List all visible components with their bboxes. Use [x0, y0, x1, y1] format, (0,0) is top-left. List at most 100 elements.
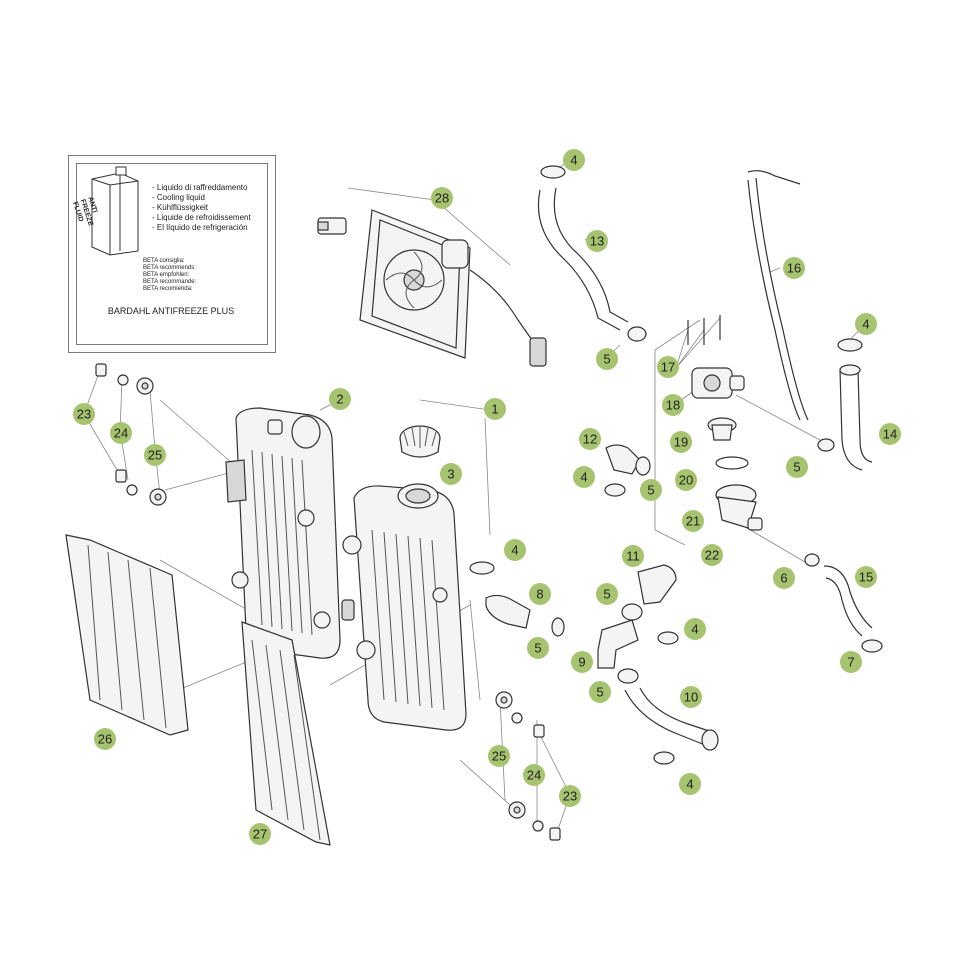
callout-c5a: 5 — [596, 348, 618, 370]
callout-number: 13 — [590, 234, 604, 249]
callout-badge — [773, 567, 795, 589]
callout-number: 12 — [583, 432, 597, 447]
radiator-guard-right — [241, 621, 331, 846]
callout-badge — [675, 469, 697, 491]
callout-badge — [527, 637, 549, 659]
callout-c6: 6 — [773, 567, 795, 589]
callout-c11: 11 — [622, 545, 644, 567]
callout-badge — [571, 651, 593, 673]
recommendation: BETA recommande: — [143, 279, 197, 285]
coolant-name: - El líquido de refrigeración — [152, 223, 248, 232]
callout-number: 25 — [148, 448, 162, 463]
recommendation: BETA empfohlen: — [143, 272, 190, 278]
callout-c19: 19 — [670, 431, 692, 453]
callout-c7: 7 — [840, 651, 862, 673]
callout-c14: 14 — [879, 423, 901, 445]
callout-c23b: 23 — [559, 785, 581, 807]
callout-number: 5 — [603, 352, 610, 367]
callout-badge — [504, 539, 526, 561]
callout-c21: 21 — [682, 510, 704, 532]
callout-c15: 15 — [855, 566, 877, 588]
callout-c4b: 4 — [855, 313, 877, 335]
radiator-right — [341, 483, 467, 731]
callout-badge — [579, 428, 601, 450]
callout-c17: 17 — [657, 356, 679, 378]
callout-badge — [73, 403, 95, 425]
callout-number: 4 — [691, 622, 698, 637]
callout-c3: 3 — [440, 463, 462, 485]
info-box-inner-border — [76, 163, 268, 345]
callout-c4e: 4 — [684, 618, 706, 640]
callout-number: 24 — [527, 768, 541, 783]
callout-number: 23 — [77, 407, 91, 422]
callout-c1: 1 — [484, 398, 506, 420]
coolant-name: - Liquido di raffreddamento — [152, 183, 248, 192]
callout-badge — [640, 479, 662, 501]
callout-badge — [144, 444, 166, 466]
callout-badge — [488, 745, 510, 767]
callout-c27: 27 — [249, 823, 271, 845]
callout-number: 22 — [705, 548, 719, 563]
callout-badge — [596, 583, 618, 605]
callout-badge — [786, 456, 808, 478]
callout-number: 9 — [578, 655, 585, 670]
radiator-guard-left — [65, 534, 189, 736]
callout-badge — [670, 431, 692, 453]
callout-c20: 20 — [675, 469, 697, 491]
callout-number: 4 — [570, 153, 577, 168]
callout-c4c: 4 — [573, 466, 595, 488]
hoses-lower — [469, 553, 883, 765]
callout-badge — [110, 422, 132, 444]
callout-number: 4 — [580, 470, 587, 485]
callout-c4f: 4 — [679, 773, 701, 795]
callout-badge — [440, 463, 462, 485]
thermostat-group — [687, 315, 763, 531]
callout-badge — [573, 466, 595, 488]
callout-c9: 9 — [571, 651, 593, 673]
callout-badge — [684, 618, 706, 640]
callout-badge — [855, 313, 877, 335]
callout-number: 6 — [780, 571, 787, 586]
callout-c26: 26 — [94, 728, 116, 750]
callout-badge — [622, 545, 644, 567]
callout-number: 28 — [435, 191, 449, 206]
callout-badge — [701, 544, 723, 566]
callout-c22: 22 — [701, 544, 723, 566]
callout-c25a: 25 — [144, 444, 166, 466]
recommendation: BETA recomienda: — [143, 286, 193, 292]
callout-c12: 12 — [579, 428, 601, 450]
callout-number: 1 — [491, 402, 498, 417]
callout-number: 19 — [674, 435, 688, 450]
antifreeze-can-icon — [91, 166, 139, 256]
recommendation: BETA consiglia: — [143, 258, 185, 264]
callout-number: 7 — [847, 655, 854, 670]
recommendation-list: BETA consiglia: BETA recommends: BETA em… — [143, 258, 196, 293]
callout-c13: 13 — [586, 230, 608, 252]
callout-badge — [523, 764, 545, 786]
callout-c24b: 24 — [523, 764, 545, 786]
callout-c5b: 5 — [640, 479, 662, 501]
callout-c5d: 5 — [596, 583, 618, 605]
radiator-left — [225, 407, 341, 659]
callout-number: 10 — [684, 690, 698, 705]
callout-number: 21 — [686, 514, 700, 529]
callout-number: 4 — [862, 317, 869, 332]
callout-badge — [662, 394, 684, 416]
callout-badge — [682, 510, 704, 532]
callout-c8: 8 — [529, 583, 551, 605]
callout-number: 11 — [626, 549, 640, 564]
callout-number: 3 — [447, 467, 454, 482]
recommendation: BETA recommends: — [143, 265, 196, 271]
elbow-connector — [604, 444, 651, 497]
callout-number: 18 — [666, 398, 680, 413]
callout-c4a: 4 — [563, 149, 585, 171]
callout-badge — [484, 398, 506, 420]
coolant-name: - Kühlflüssigkeit — [152, 203, 209, 212]
callout-c25b: 25 — [488, 745, 510, 767]
callout-badge — [840, 651, 862, 673]
callout-badge — [589, 681, 611, 703]
callout-c5e: 5 — [527, 637, 549, 659]
callout-number: 17 — [661, 360, 675, 375]
callout-c23a: 23 — [73, 403, 95, 425]
